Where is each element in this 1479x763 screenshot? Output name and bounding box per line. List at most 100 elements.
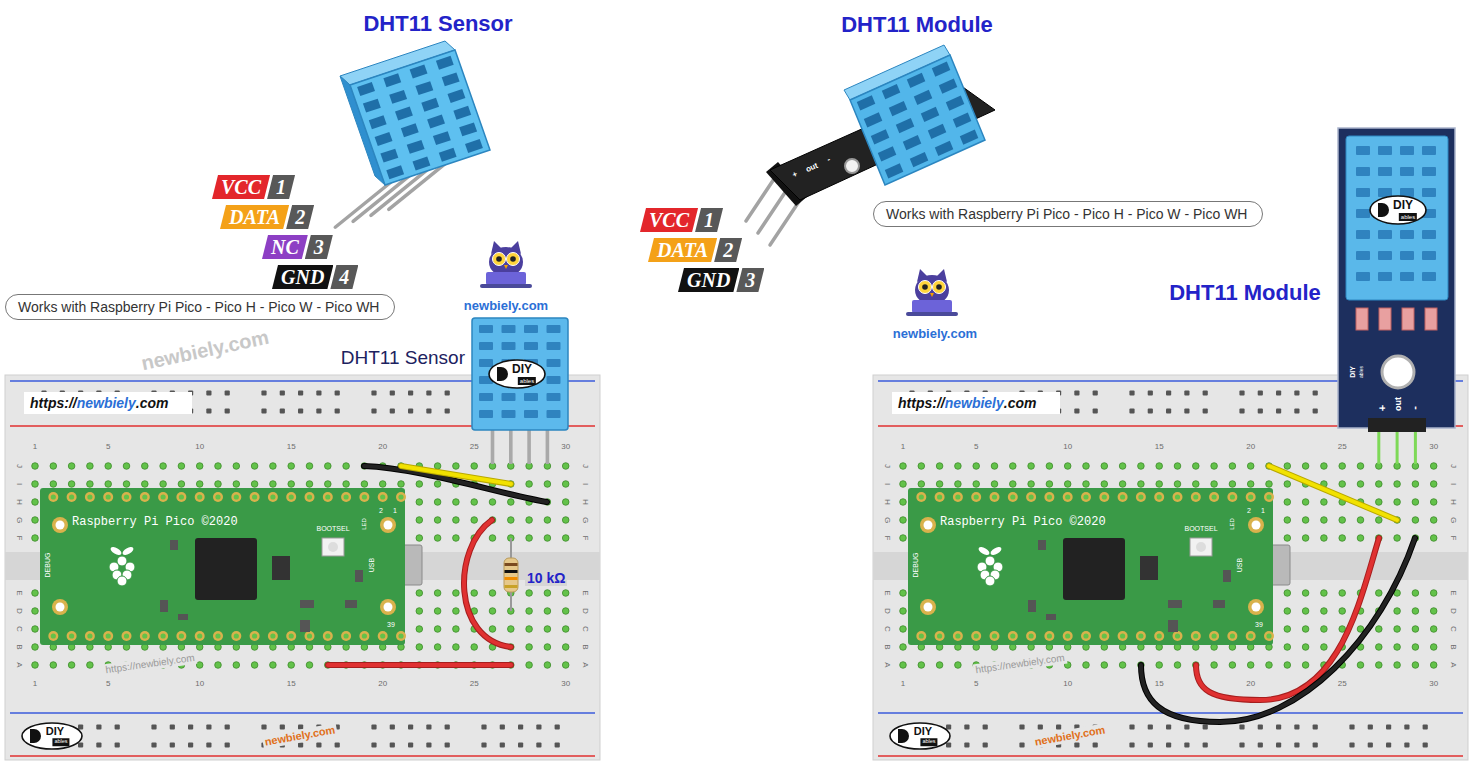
pin-pad (990, 492, 1000, 502)
pin-number: 3 (736, 268, 764, 292)
pin-pad (286, 631, 296, 641)
pin-pad (305, 631, 315, 641)
breadboard-hole (562, 590, 569, 597)
rail-hole (1203, 390, 1208, 395)
breadboard-hole (434, 517, 441, 524)
rail-hole (1294, 742, 1299, 747)
rail-hole (1019, 742, 1024, 747)
breadboard-hole (1083, 662, 1090, 669)
column-number: 1 (33, 443, 37, 451)
vent-hole (421, 98, 439, 112)
breadboard-hole (32, 644, 39, 651)
breadboard-hole (1412, 662, 1419, 669)
column-number: 15 (1155, 443, 1164, 451)
wire-outline (1141, 538, 1415, 722)
row-letter: G (883, 517, 891, 523)
silkscreen-text: BOOTSEL (1184, 525, 1217, 532)
rail-hole (1368, 742, 1373, 747)
module-pin (1377, 428, 1380, 464)
pin-hole (325, 633, 330, 638)
vent-hole (889, 101, 908, 116)
pin-hole (179, 494, 184, 499)
watermark: newbiely.com (262, 723, 338, 749)
breadboard-hole (1412, 644, 1419, 651)
owl-pupil (496, 256, 502, 262)
solder-pad (1402, 308, 1414, 330)
logo-mark (1378, 203, 1389, 217)
rail-hole (371, 408, 376, 413)
row-letter: H (1449, 499, 1457, 505)
breadboard-hole (1284, 499, 1291, 506)
breadboard-hole (1430, 590, 1437, 597)
breadboard-hole (196, 463, 203, 470)
vent-hole (932, 62, 951, 77)
row-letter: I (1449, 483, 1457, 485)
vent-hole (1422, 167, 1436, 176)
pin-number: 1 (393, 507, 397, 514)
vent-hole (524, 342, 538, 350)
rail-hole (1074, 390, 1079, 395)
breadboard-hole (900, 499, 907, 506)
pin-hole (289, 633, 294, 638)
mounting-hole (920, 599, 936, 615)
rail-hole (426, 742, 431, 747)
breadboard-hole (379, 481, 386, 488)
rail-hole (188, 742, 193, 747)
vent-hole (524, 410, 538, 418)
breadboard-hole (453, 463, 460, 470)
owl-pupil (922, 284, 928, 290)
silkscreen-text: + (791, 170, 799, 179)
pin-tag: DATA2 (648, 238, 742, 262)
row-letter: A (15, 662, 23, 667)
mounting-hole (380, 599, 396, 615)
column-number: 30 (1429, 443, 1438, 451)
pin-pad (48, 631, 58, 641)
bootsel-button (1190, 538, 1212, 556)
rail-hole (1129, 390, 1134, 395)
bootsel-cap (1196, 542, 1206, 552)
owl-eye (933, 281, 946, 294)
resistor-value: 10 kΩ (525, 570, 567, 586)
vent-hole (479, 410, 493, 418)
breadboard-hole (526, 662, 533, 669)
pin-hole (1212, 633, 1217, 638)
column-number: 15 (287, 443, 296, 451)
column-number: 5 (974, 443, 978, 451)
logo-leaf (989, 545, 1002, 556)
breadboard-hole (973, 481, 980, 488)
breadboard-hole (1412, 481, 1419, 488)
rail-hole (518, 724, 523, 729)
column-number: 20 (378, 680, 387, 688)
pin-hole (1065, 633, 1070, 638)
breadboard-hole (544, 662, 551, 669)
breadboard-hole (453, 499, 460, 506)
breadboard-hole (544, 590, 551, 597)
rail-hole (1386, 724, 1391, 729)
breadboard-hole (434, 626, 441, 633)
vent-hole (401, 123, 419, 137)
rail-hole (1093, 742, 1098, 747)
breadboard-hole (1028, 481, 1035, 488)
vent-hole (453, 106, 471, 120)
pin-number: 2 (714, 238, 742, 262)
pin-pad (971, 631, 981, 641)
mounting-hole-center (384, 603, 393, 612)
breadboard-hole (343, 463, 350, 470)
breadboard-hole (1193, 481, 1200, 488)
sensor-pin (527, 426, 531, 464)
breadboard-hole (1430, 662, 1437, 669)
breadboard-hole (900, 626, 907, 633)
breadboard-hole (489, 590, 496, 597)
silkscreen-text: Raspberry Pi Pico ©2020 (940, 516, 1106, 528)
pin-hole (197, 494, 202, 499)
laptop (912, 300, 952, 313)
pin-hole (919, 633, 924, 638)
breadboard-hole (900, 481, 907, 488)
breadboard-hole (68, 463, 75, 470)
rail-hole (1294, 724, 1299, 729)
breadboard-hole (1339, 481, 1346, 488)
rail-hole (151, 742, 156, 747)
pin-hole (124, 494, 129, 499)
smd-part (300, 600, 314, 608)
